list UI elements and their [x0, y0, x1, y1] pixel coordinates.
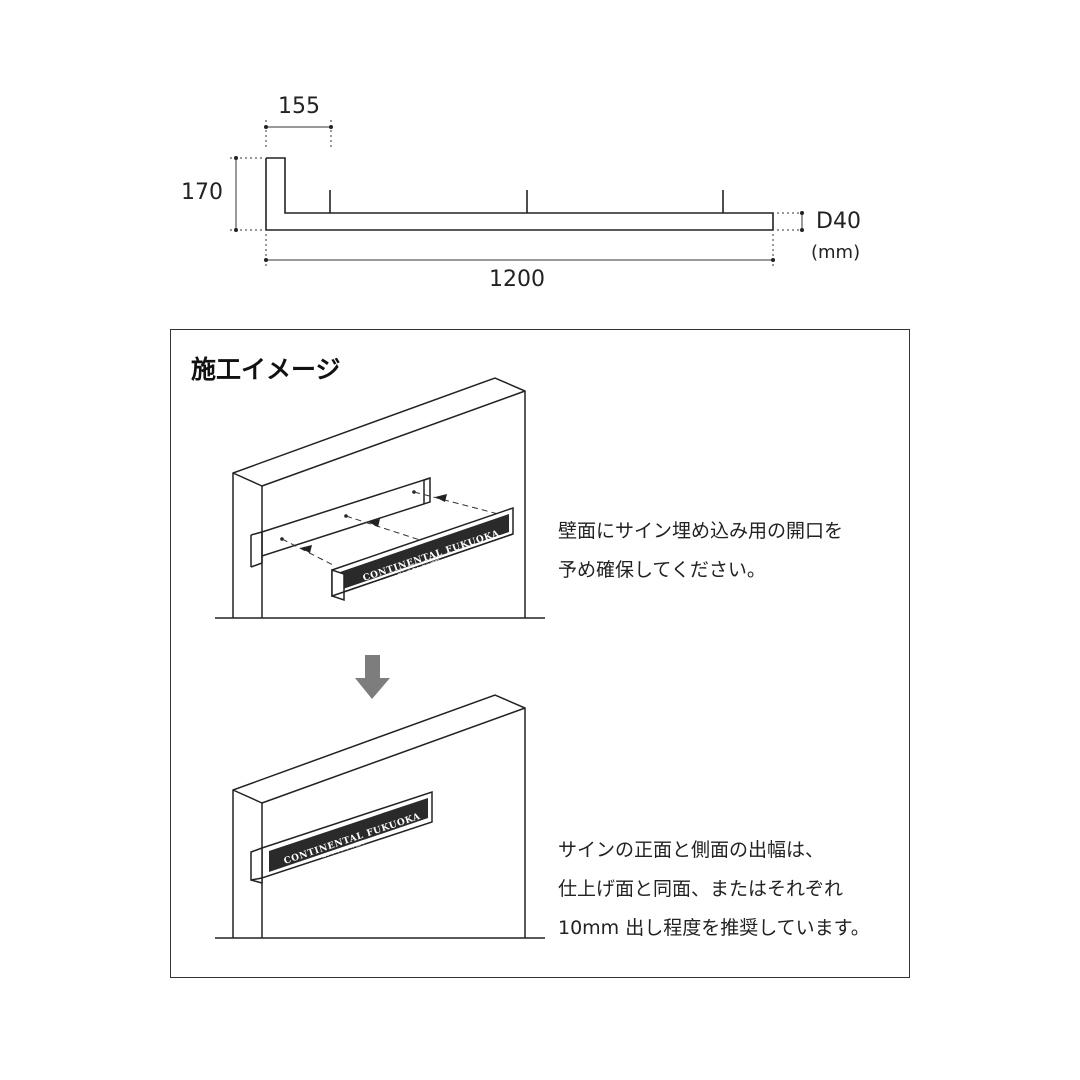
sign-profile-outline	[265, 157, 774, 231]
caption-line: 壁面にサイン埋め込み用の開口を	[558, 520, 844, 542]
caption-line: 10mm 出し程度を推奨しています。	[558, 917, 870, 939]
dimension-line-depth	[777, 212, 806, 231]
wall-before-install	[215, 377, 545, 619]
down-arrow-icon	[355, 655, 390, 699]
panel-title: 施工イメージ	[191, 355, 341, 384]
caption-line: 仕上げ面と同面、またはそれぞれ	[558, 878, 844, 900]
step2-caption: サインの正面と側面の出幅は、 仕上げ面と同面、またはそれぞれ 10mm 出し程度…	[558, 831, 870, 948]
insert-arrow-icon	[300, 494, 447, 553]
sign-panel-installed: CONTINENTAL FUKUOKA コンチネンタル福岡	[250, 790, 433, 884]
sign-panel-detached: CONTINENTAL FUKUOKA コンチネンタル福岡	[331, 506, 514, 602]
step1-caption: 壁面にサイン埋め込み用の開口を 予め確保してください。	[558, 512, 843, 590]
caption-line: サインの正面と側面の出幅は、	[558, 839, 825, 861]
insertion-guides	[281, 491, 507, 567]
dimension-170-label: 170	[181, 180, 223, 205]
construction-image-panel	[170, 329, 910, 978]
dimension-1200-label: 1200	[489, 267, 545, 292]
unit-label: (mm)	[811, 242, 861, 263]
wall-after-install	[215, 694, 545, 939]
dimension-depth-label: D40	[816, 209, 861, 234]
caption-line: 予め確保してください。	[558, 559, 766, 581]
dimension-drawing	[230, 120, 806, 266]
dimension-155-label: 155	[278, 94, 320, 119]
